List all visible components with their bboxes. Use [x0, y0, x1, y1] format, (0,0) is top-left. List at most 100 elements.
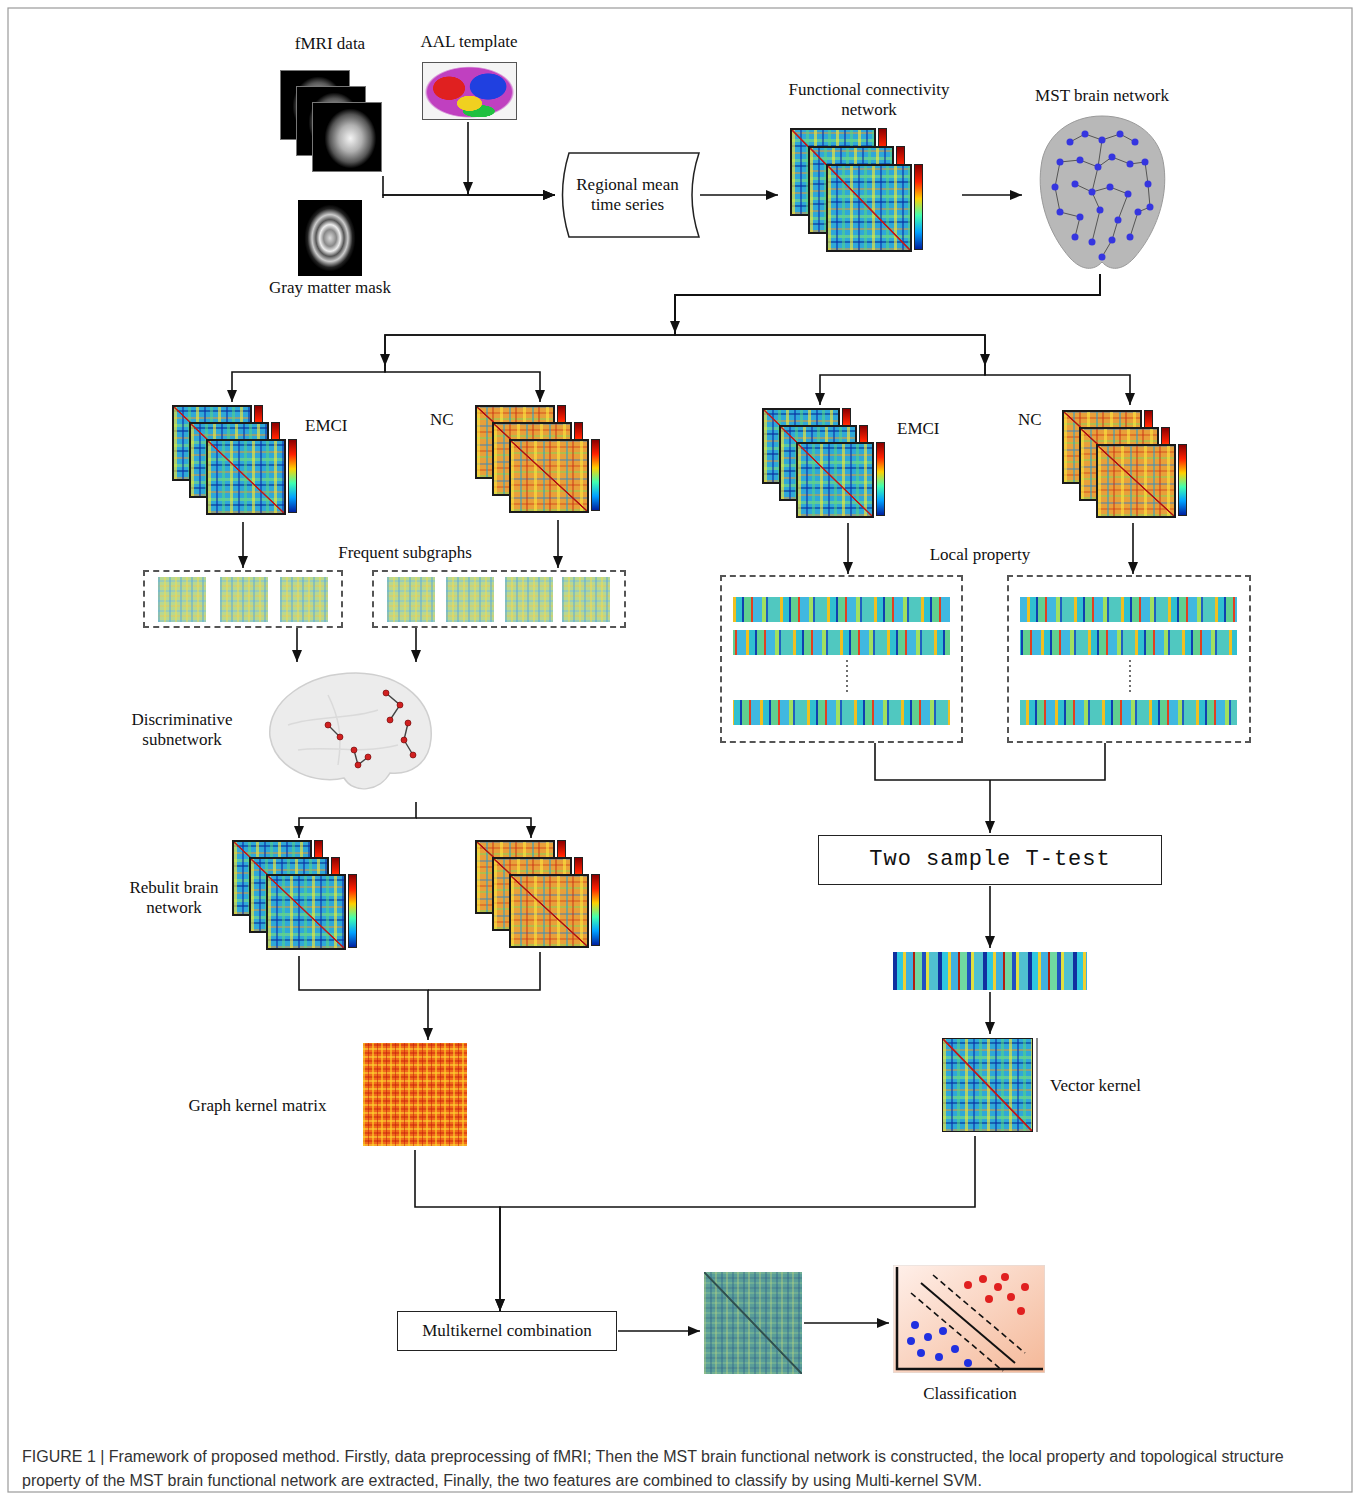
subgraph-image	[220, 577, 268, 622]
gray-matter-mask-image	[298, 200, 362, 276]
colorbar-edge	[1037, 1038, 1038, 1132]
flow-connector	[500, 1136, 975, 1311]
image-panel: Graph kernel matrix	[170, 1040, 470, 1150]
section-label: Local property	[880, 545, 1080, 565]
connectivity-matrix	[206, 439, 286, 515]
connectivity-matrix	[509, 874, 589, 948]
subgraph-image	[387, 577, 435, 622]
flow-arrow	[989, 780, 991, 833]
layout-arrows	[243, 184, 1133, 1331]
panel-label: Classification	[893, 1384, 1047, 1404]
flow-arrow	[242, 522, 244, 568]
graph-kernel-image	[363, 1043, 467, 1146]
subgraph-image	[505, 577, 553, 622]
merge-line	[428, 952, 540, 990]
panel-label: Vector kernel	[1050, 1076, 1165, 1096]
vector-kernel-image	[942, 1038, 1033, 1132]
figure-frame	[8, 8, 1352, 1492]
fmri-slice	[312, 102, 382, 172]
image-panel: Rebulit brain network	[118, 838, 358, 956]
panel-label: EMCI	[305, 416, 363, 436]
image-panel: Functional connectivity network	[778, 78, 962, 258]
box-label: Regional mean time series	[569, 175, 686, 216]
panel-label: AAL template	[408, 32, 530, 52]
feature-bar	[733, 597, 950, 622]
aal-atlas-image	[422, 62, 517, 120]
process-box: Two sample T-test	[818, 835, 1162, 885]
subgraph-image	[280, 577, 328, 622]
panel-label: Discriminative subnetwork	[118, 710, 246, 751]
flow-connector	[468, 122, 555, 195]
flow-arrow	[804, 1322, 889, 1324]
flow-connector	[675, 274, 1100, 405]
combined-kernel-image	[704, 1272, 802, 1374]
panel-label: Rebulit brain network	[118, 878, 230, 919]
flow-connector	[675, 274, 1130, 405]
process-box: Multikernel combination	[397, 1311, 617, 1351]
ellipsis-line	[847, 660, 1130, 692]
flow-connector	[299, 802, 416, 838]
flow-arrow	[989, 992, 991, 1034]
image-panel: Classification	[893, 1264, 1049, 1414]
section-label: Frequent subgraphs	[300, 543, 510, 563]
feature-bar	[1020, 630, 1237, 655]
flow-connector	[383, 176, 555, 195]
subgraph-image	[446, 577, 494, 622]
flow-arrow	[1132, 523, 1134, 574]
panel-label: fMRI data	[270, 34, 390, 54]
image-panel: NC	[1015, 405, 1195, 523]
flow-connector	[700, 194, 778, 196]
box-label: Multikernel combination	[422, 1321, 592, 1341]
process-box: Regional mean time series	[555, 152, 700, 238]
feature-bar	[733, 630, 950, 655]
flow-arrow	[296, 628, 298, 662]
connectivity-matrix	[266, 874, 346, 950]
flow-arrow	[989, 886, 991, 948]
image-panel: Discriminative subnetwork	[118, 662, 443, 802]
image-panel: EMCI	[170, 402, 365, 522]
connectivity-matrix	[509, 439, 589, 513]
brain-lateral-image	[258, 665, 440, 800]
flow-connector	[383, 195, 555, 198]
panel-label: MST brain network	[1022, 86, 1182, 106]
panel-label: Gray matter mask	[262, 278, 398, 298]
flow-connector	[385, 274, 1100, 402]
panel-label: EMCI	[897, 419, 957, 439]
feature-bar	[1020, 700, 1237, 725]
image-panel: Vector kernel	[938, 1036, 1168, 1136]
image-panel: Gray matter mask	[262, 198, 400, 304]
flow-connector	[415, 1150, 500, 1311]
flow-arrow	[415, 628, 417, 662]
panel-label: NC	[1018, 410, 1063, 430]
image-panel: AAL template	[408, 30, 532, 122]
merge-line	[875, 743, 1105, 780]
mst-brain-image	[1030, 112, 1175, 272]
figure-caption: FIGURE 1 | Framework of proposed method.…	[22, 1445, 1340, 1493]
feature-bar	[1020, 597, 1237, 622]
flow-arrow	[557, 520, 559, 568]
flow-connector	[232, 274, 1100, 402]
flow-arrow	[618, 1330, 700, 1332]
connectivity-matrix	[796, 442, 874, 518]
image-panel: MST brain network	[1022, 84, 1184, 274]
panel-label: NC	[430, 410, 475, 430]
image-panel: NC	[425, 402, 605, 520]
image-panel: fMRI data	[270, 34, 392, 176]
selected-feature-bar	[893, 952, 1087, 990]
flow-arrow	[416, 818, 531, 838]
image-panel: EMCI	[760, 405, 960, 525]
flow-connector	[299, 956, 428, 1040]
feature-bar	[733, 700, 950, 725]
connectivity-matrix	[826, 164, 912, 252]
subgraph-image	[562, 577, 610, 622]
flow-arrow	[847, 523, 849, 574]
subgraph-image	[158, 577, 206, 622]
panel-label: Graph kernel matrix	[170, 1096, 345, 1116]
svm-classification-image	[893, 1265, 1045, 1373]
flow-connector	[962, 194, 1022, 196]
panel-label: Functional connectivity network	[778, 80, 960, 121]
box-label: Two sample T-test	[869, 847, 1110, 873]
